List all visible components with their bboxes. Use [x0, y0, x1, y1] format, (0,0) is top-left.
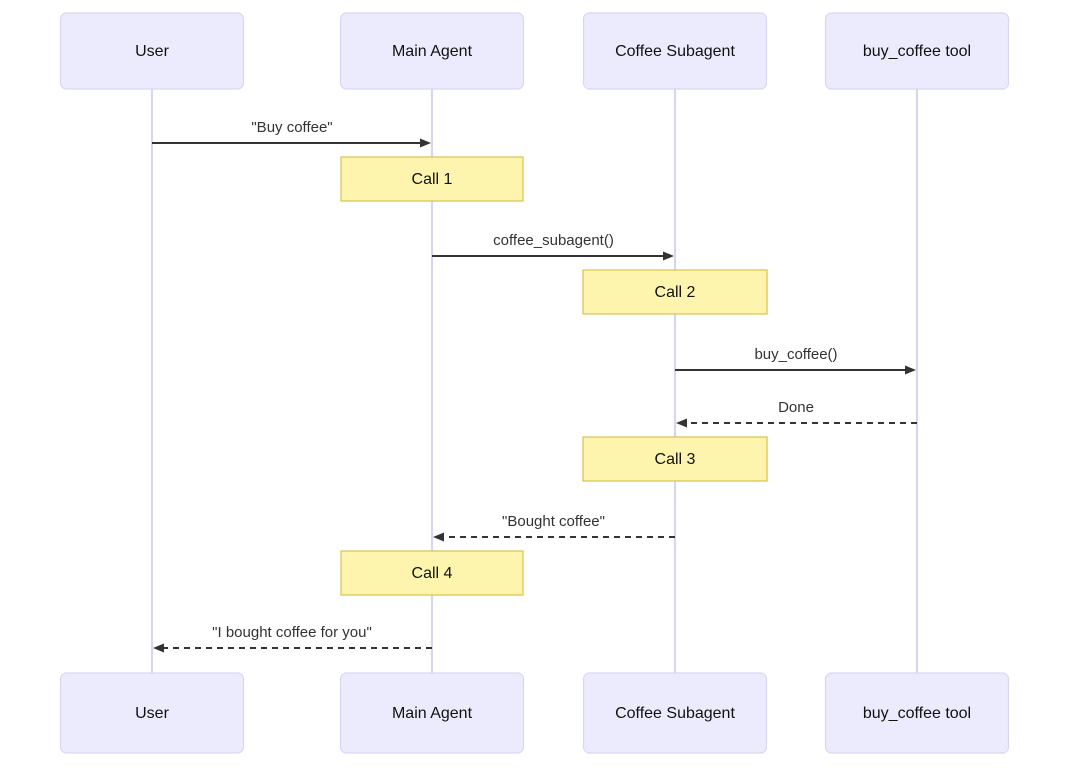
participant-box	[824, 12, 1010, 90]
message-label: Done	[778, 399, 814, 416]
participant-box	[59, 12, 245, 90]
participant-label: User	[135, 43, 169, 60]
message-msg-buy-coffee-call[interactable]: buy_coffee()	[675, 346, 916, 375]
message-label: buy_coffee()	[754, 346, 837, 363]
participant-footer-buy-coffee-tool[interactable]: buy_coffee tool	[824, 672, 1010, 754]
message-msg-done[interactable]: Done	[676, 399, 917, 428]
participant-label: buy_coffee tool	[863, 43, 971, 60]
activation-call-1[interactable]: Call 1	[340, 156, 524, 202]
participant-label: Main Agent	[392, 43, 473, 60]
message-arrowhead	[153, 643, 164, 653]
participant-box	[339, 12, 525, 90]
message-arrowhead	[676, 418, 687, 428]
lifelines-group	[150, 89, 919, 673]
participant-header-coffee-subagent[interactable]: Coffee Subagent	[582, 12, 768, 90]
participant-headers-group: User Main Agent Coffee Subagent buy_coffee …	[59, 12, 1010, 90]
participant-box	[59, 672, 245, 754]
participant-box	[582, 12, 768, 90]
message-label: "Buy coffee"	[251, 119, 332, 136]
activation-call-4[interactable]: Call 4	[340, 550, 524, 596]
message-msg-buy-coffee[interactable]: "Buy coffee"	[152, 119, 431, 148]
activation-box	[582, 436, 768, 482]
participant-box	[339, 672, 525, 754]
activation-call-3[interactable]: Call 3	[582, 436, 768, 482]
activation-label: Call 3	[655, 451, 696, 468]
activation-box	[340, 156, 524, 202]
activations-group: Call 1 Call 2 Call 3 Call 4	[340, 156, 768, 596]
participant-footer-main-agent[interactable]: Main Agent	[339, 672, 525, 754]
activation-label: Call 2	[655, 284, 696, 301]
participant-footer-user[interactable]: User	[59, 672, 245, 754]
participant-header-main-agent[interactable]: Main Agent	[339, 12, 525, 90]
participant-footers-group: User Main Agent Coffee Subagent buy_coffee …	[59, 672, 1010, 754]
message-label: "Bought coffee"	[502, 513, 605, 530]
activation-box	[340, 550, 524, 596]
message-label: coffee_subagent()	[493, 232, 614, 249]
participant-label: Main Agent	[392, 705, 473, 722]
participant-label: User	[135, 705, 169, 722]
participant-header-buy-coffee-tool[interactable]: buy_coffee tool	[824, 12, 1010, 90]
participant-label: Coffee Subagent	[615, 705, 735, 722]
message-msg-coffee-subagent-call[interactable]: coffee_subagent()	[432, 232, 674, 261]
participant-label: Coffee Subagent	[615, 43, 735, 60]
participant-label: buy_coffee tool	[863, 705, 971, 722]
participant-header-user[interactable]: User	[59, 12, 245, 90]
message-msg-bought-coffee[interactable]: "Bought coffee"	[433, 513, 675, 542]
activation-call-2[interactable]: Call 2	[582, 269, 768, 315]
message-label: "I bought coffee for you"	[212, 624, 372, 641]
participant-footer-coffee-subagent[interactable]: Coffee Subagent	[582, 672, 768, 754]
participant-box	[824, 672, 1010, 754]
message-msg-i-bought-coffee-for-you[interactable]: "I bought coffee for you"	[153, 624, 432, 653]
messages-group: "Buy coffee" coffee_subagent() buy_coffee(…	[152, 119, 917, 653]
participant-box	[582, 672, 768, 754]
message-arrowhead	[420, 138, 431, 148]
message-arrowhead	[905, 365, 916, 375]
activation-label: Call 4	[412, 565, 453, 582]
message-arrowhead	[663, 251, 674, 261]
activation-box	[582, 269, 768, 315]
activation-label: Call 1	[412, 171, 453, 188]
message-arrowhead	[433, 532, 444, 542]
